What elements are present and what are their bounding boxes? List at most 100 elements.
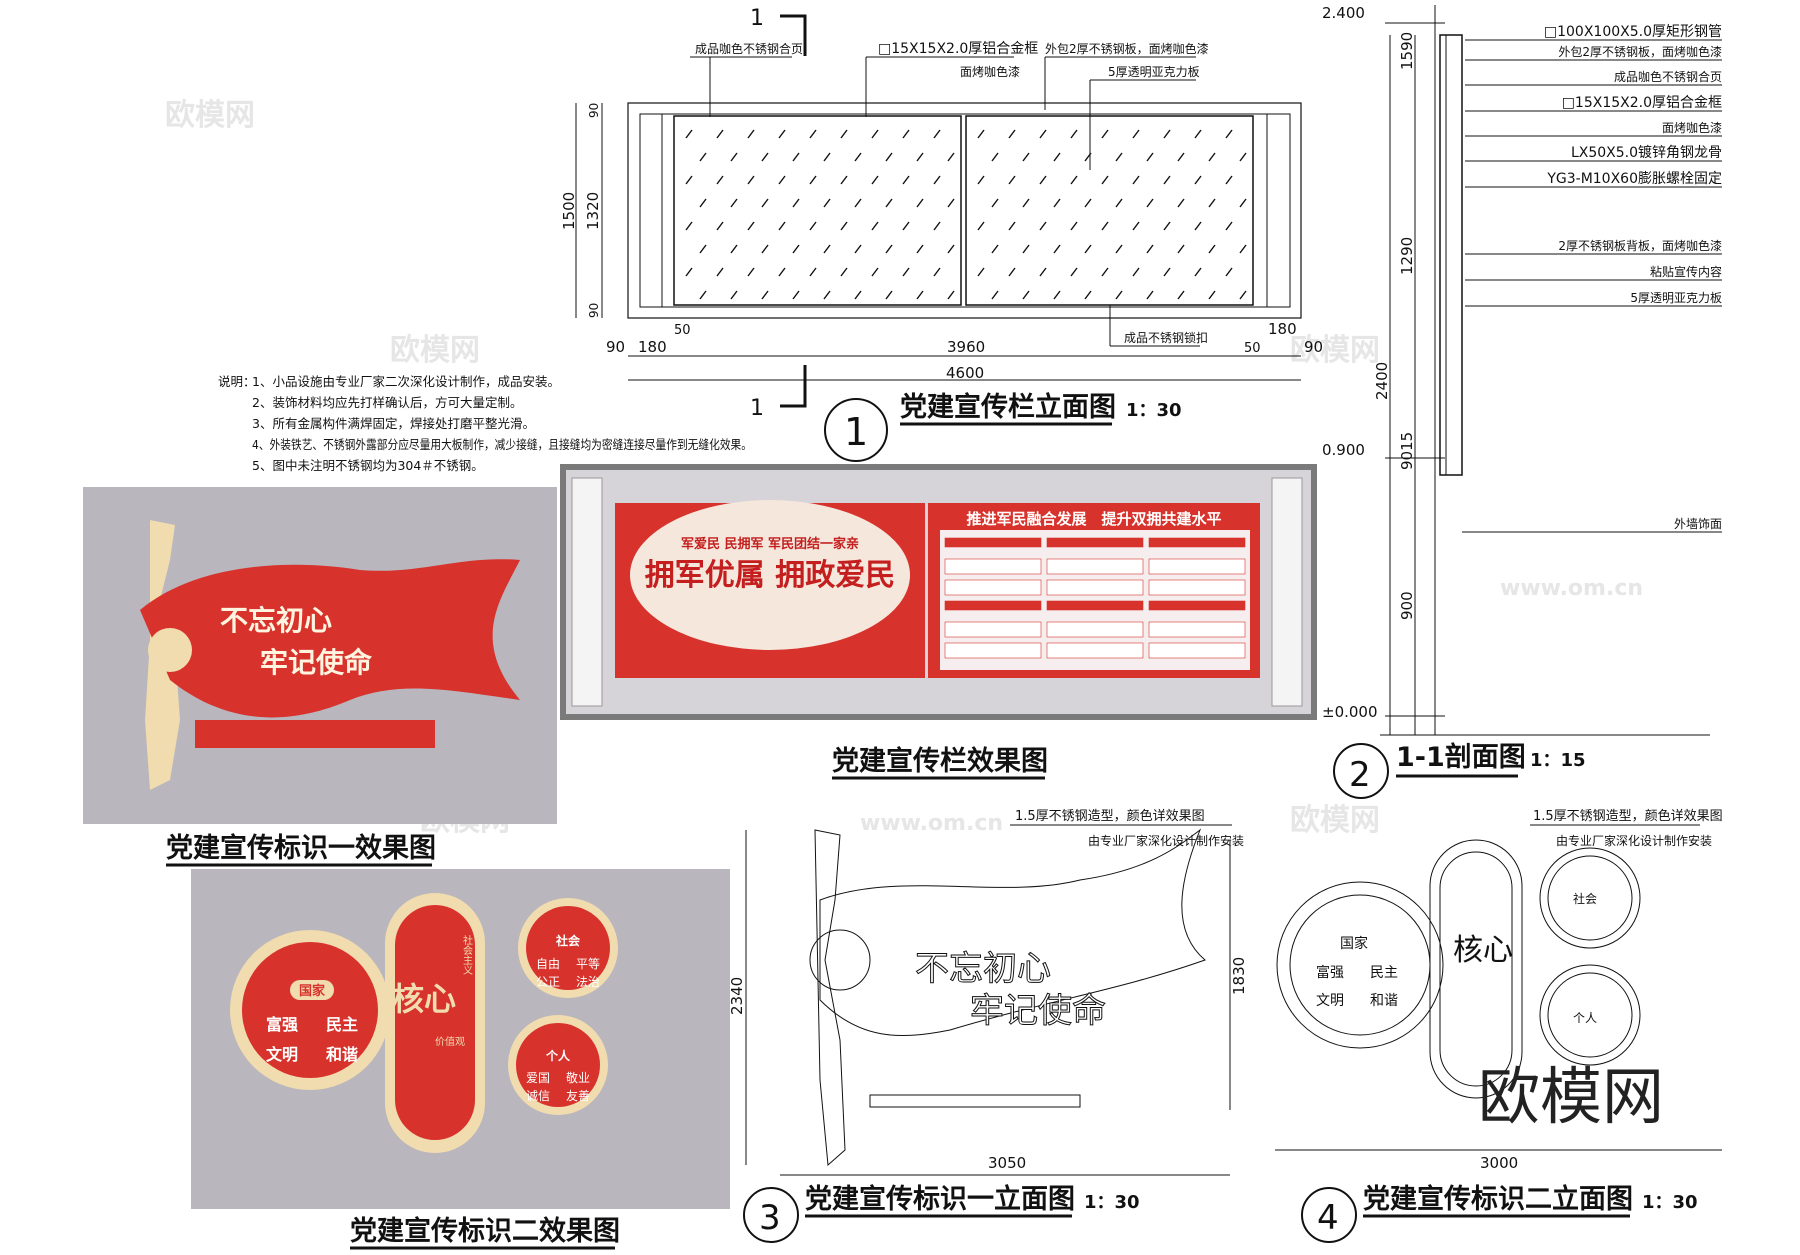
- acrylic-hatch: [1132, 175, 1140, 185]
- dim: 90: [587, 103, 601, 118]
- core-sub: 价值观: [435, 1035, 465, 1048]
- section-label: 5厚透明亚克力板: [1630, 291, 1722, 305]
- dim: 1500: [560, 192, 578, 230]
- note: 1.5厚不锈钢造型，颜色详效果图: [1015, 808, 1205, 824]
- section-label: 2厚不锈钢板背板，面烤咖色漆: [1558, 238, 1722, 253]
- dim: 3000: [1480, 1154, 1518, 1172]
- acrylic-hatch: [947, 290, 955, 300]
- acrylic-hatch: [1008, 175, 1016, 185]
- acrylic-hatch: [1132, 129, 1140, 139]
- poster-block: [1046, 579, 1144, 596]
- section-label: 面烤咖色漆: [1662, 120, 1722, 135]
- drawing-title: 党建宣传标识二立面图: [1363, 1183, 1633, 1215]
- acrylic-hatch: [854, 290, 862, 300]
- value-word: 富强: [266, 1015, 298, 1034]
- sign2-effect: 国家 富强 民主 文明 和谐 核心 价值观 社会主义 社会 自由 平等 公正 法…: [191, 869, 730, 1250]
- acrylic-hatch: [1053, 244, 1061, 254]
- value-word: 友善: [566, 1088, 590, 1103]
- acrylic-hatch: [1039, 221, 1047, 231]
- acrylic-hatch: [1146, 198, 1154, 208]
- acrylic-hatch: [1225, 175, 1233, 185]
- label-steel-wrap: 外包2厚不锈钢板，面烤咖色漆: [1045, 41, 1209, 56]
- level-mark: ±0.000: [1322, 703, 1378, 721]
- acrylic-hatch: [1053, 152, 1061, 162]
- core-side: 社会主义: [461, 934, 473, 975]
- acrylic-hatch: [699, 198, 707, 208]
- value-word: 爱国: [526, 1071, 550, 1085]
- acrylic-hatch: [1022, 198, 1030, 208]
- acrylic-hatch: [747, 267, 755, 277]
- acrylic-hatch: [871, 129, 879, 139]
- dim: 180: [1268, 320, 1297, 338]
- acrylic-hatch: [1146, 244, 1154, 254]
- acrylic-hatch: [902, 175, 910, 185]
- acrylic-hatch: [761, 152, 769, 162]
- poster-block: [944, 537, 1042, 548]
- poster-block: [1046, 621, 1144, 638]
- poster-block: [1046, 537, 1144, 548]
- poster-block: [1046, 642, 1144, 659]
- acrylic-hatch: [716, 221, 724, 231]
- acrylic-hatch: [902, 221, 910, 231]
- acrylic-hatch: [716, 175, 724, 185]
- acrylic-hatch: [699, 244, 707, 254]
- section-label: 外包2厚不锈钢板，面烤咖色漆: [1558, 44, 1722, 59]
- badge: 社会: [1573, 891, 1597, 906]
- poster-block: [1148, 600, 1246, 611]
- section-label: 外墙饰面: [1674, 517, 1722, 531]
- level-mark: 2.400: [1322, 4, 1365, 22]
- section-label: □100X100X5.0厚矩形钢管: [1544, 24, 1722, 40]
- acrylic-hatch: [699, 290, 707, 300]
- acrylic-hatch: [792, 152, 800, 162]
- drawing-number: 1: [844, 410, 868, 454]
- drawing-scale: 1：30: [1126, 400, 1182, 421]
- acrylic-hatch: [1146, 152, 1154, 162]
- acrylic-hatch: [1039, 129, 1047, 139]
- acrylic-hatch: [1208, 290, 1216, 300]
- acrylic-hatch: [977, 175, 985, 185]
- drawing-number: 4: [1317, 1198, 1339, 1238]
- note-item: 2、装饰材料均应先打样确认后，方可大量定制。: [252, 395, 522, 410]
- acrylic-hatch: [1070, 267, 1078, 277]
- dim: 3050: [988, 1154, 1026, 1172]
- poster-block: [944, 600, 1042, 611]
- value-word: 自由: [536, 957, 560, 971]
- drawing-scale: 1：15: [1530, 750, 1586, 771]
- sign1-effect: 不忘初心 牢记使命 党建宣传标识一效果图: [83, 487, 557, 867]
- acrylic-hatch: [1225, 221, 1233, 231]
- acrylic-hatch: [1008, 129, 1016, 139]
- acrylic-hatch: [685, 267, 693, 277]
- badge: 国家: [1340, 935, 1368, 952]
- acrylic-hatch: [1101, 175, 1109, 185]
- sign2-elevation: 1.5厚不锈钢造型，颜色详效果图 由专业厂家深化设计制作安装 国家 富强 民主 …: [1275, 808, 1723, 1243]
- acrylic-hatch: [1208, 244, 1216, 254]
- acrylic-hatch: [1194, 267, 1202, 277]
- acrylic-hatch: [991, 198, 999, 208]
- acrylic-hatch: [840, 267, 848, 277]
- acrylic-hatch: [1239, 152, 1247, 162]
- note: 由专业厂家深化设计制作安装: [1088, 833, 1244, 848]
- acrylic-hatch: [823, 290, 831, 300]
- acrylic-hatch: [809, 221, 817, 231]
- dim: 1590: [1398, 32, 1416, 70]
- acrylic-hatch: [761, 244, 769, 254]
- drawing-title: 党建宣传栏立面图: [900, 391, 1116, 423]
- watermark-logo-large: 欧模网: [1478, 1060, 1664, 1133]
- note-item: 4、外装铁艺、不锈钢外露部分应尽量用大板制作，减少接缝，且接缝均为密缝连接尽量作…: [252, 437, 752, 452]
- acrylic-hatch: [1208, 152, 1216, 162]
- acrylic-hatch: [902, 267, 910, 277]
- poster-block: [1148, 558, 1246, 575]
- acrylic-hatch: [916, 152, 924, 162]
- poster-block: [944, 579, 1042, 596]
- acrylic-hatch: [977, 129, 985, 139]
- drawing-title: 党建宣传标识一立面图: [805, 1183, 1075, 1215]
- slogan-outline: 不忘初心: [915, 949, 1051, 989]
- acrylic-hatch: [1146, 290, 1154, 300]
- acrylic-hatch: [1022, 290, 1030, 300]
- acrylic-hatch: [1053, 290, 1061, 300]
- acrylic-hatch: [1070, 221, 1078, 231]
- acrylic-hatch: [871, 175, 879, 185]
- section-label: 成品咖色不锈钢合页: [1614, 69, 1722, 84]
- note: 1.5厚不锈钢造型，颜色详效果图: [1533, 808, 1723, 824]
- acrylic-hatch: [902, 129, 910, 139]
